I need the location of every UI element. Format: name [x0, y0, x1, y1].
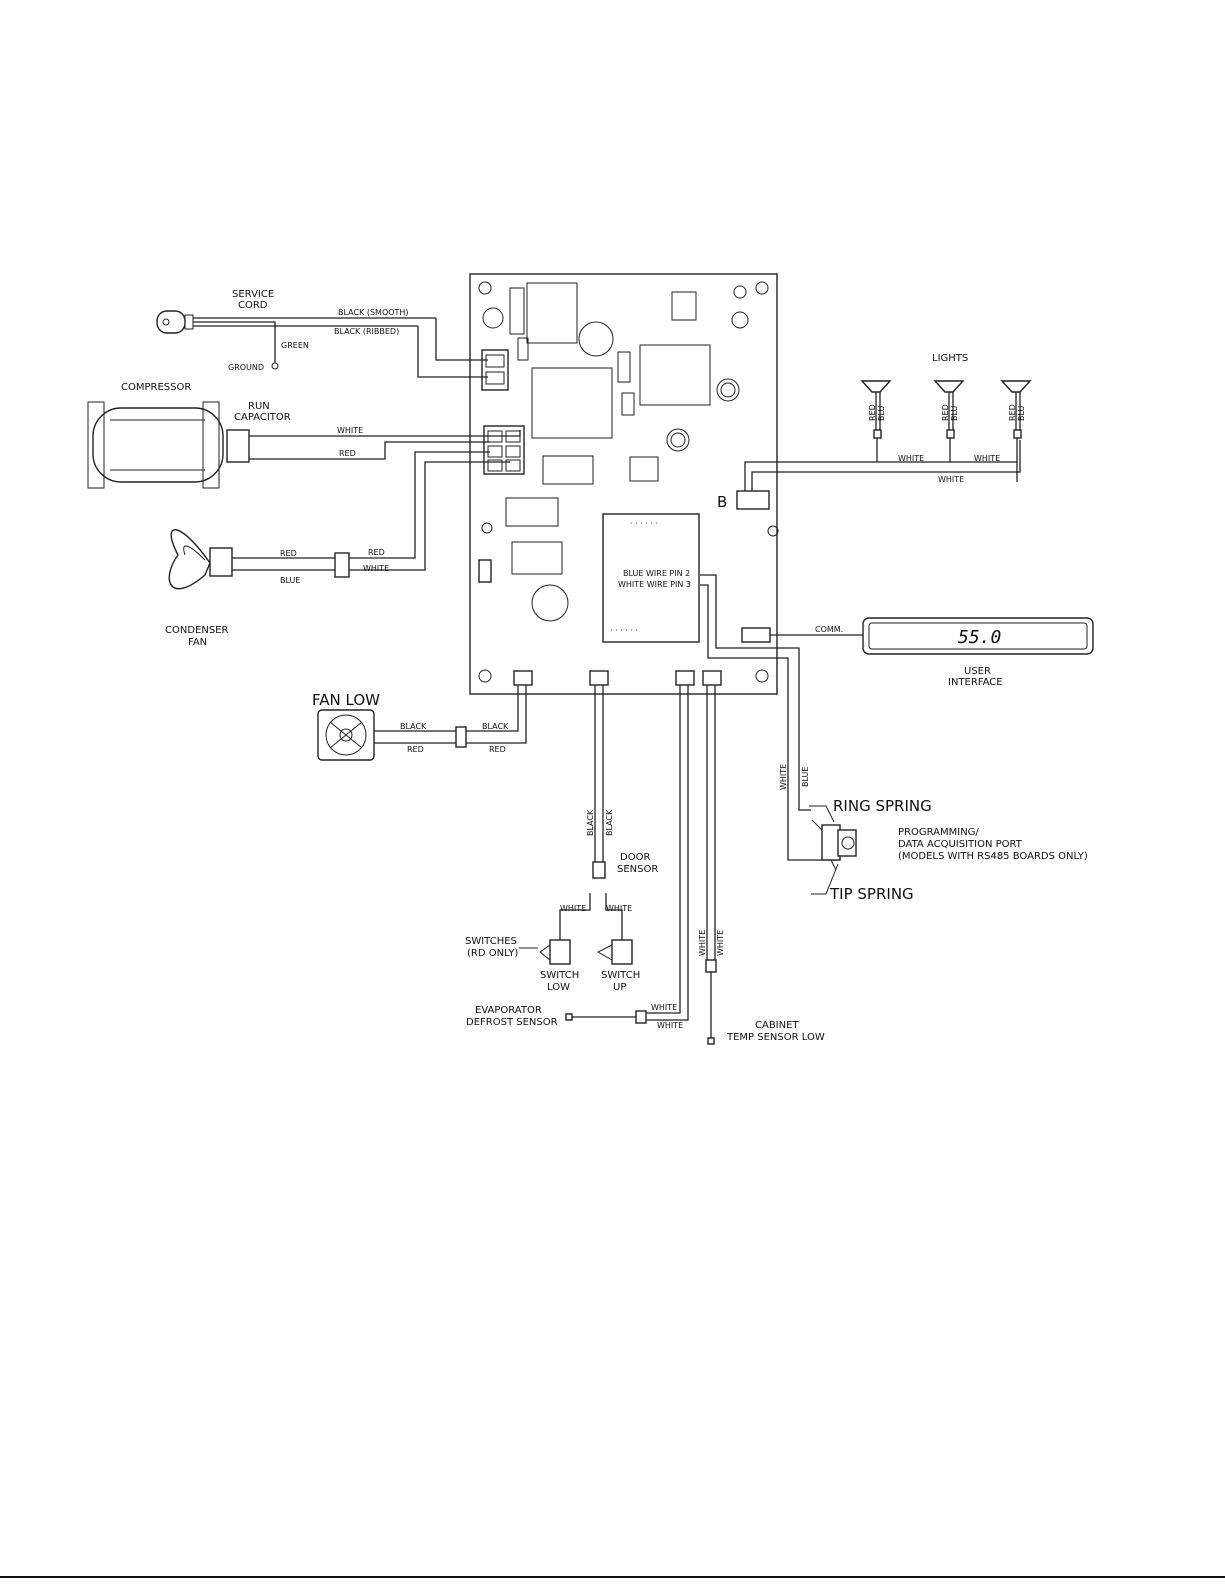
power-connector — [483, 425, 525, 475]
black-ribbed-label: BLACK (RIBBED) — [334, 327, 399, 336]
blue-wire-pin-label: BLUE WIRE PIN 2 — [623, 569, 690, 578]
lights-white-label-2: WHITE — [974, 454, 1000, 463]
svg-text:· · · · · ·: · · · · · · — [610, 626, 638, 635]
fan-low-black-label: BLACK — [400, 722, 427, 731]
comm-connector — [741, 627, 771, 643]
run-capacitor-icon — [226, 429, 250, 463]
black-smooth-label: BLACK (SMOOTH) — [338, 308, 409, 317]
port-blue-label: BLUE — [801, 767, 810, 787]
service-cord-plug — [156, 310, 488, 378]
light-wire-labels: RED BLU RED BLU RED BLU — [868, 404, 1026, 421]
control-board: · · · · · · · · · · · · — [469, 273, 779, 695]
evaporator-sensor-icon — [565, 1013, 573, 1021]
lights-label: LIGHTS — [932, 353, 968, 364]
connector-b-label: B — [717, 493, 727, 511]
switch-up-icon — [596, 939, 633, 965]
fan-low-label: FAN LOW — [312, 691, 380, 709]
door-sensor-label-1: DOOR — [620, 852, 650, 863]
lights-connector-b — [736, 490, 770, 510]
ring-spring-label: RING SPRING — [833, 797, 932, 815]
light-3-icon — [1000, 380, 1032, 482]
tip-spring-label: TIP SPRING — [829, 885, 914, 903]
fan-low-icon — [317, 685, 527, 761]
door-sensor-label-2: SENSOR — [617, 864, 658, 875]
programming-port-label-1: PROGRAMMING/ — [898, 827, 979, 838]
switch-up-label-1: SWITCH — [601, 970, 640, 981]
lights-white-label-1: WHITE — [898, 454, 924, 463]
evap-white-label-1: WHITE — [651, 1003, 677, 1012]
light-2-red-label: RED — [941, 404, 950, 421]
switch-up-label-2: UP — [613, 982, 626, 993]
green-label: GREEN — [281, 341, 309, 350]
page-footer-rule — [0, 1576, 1225, 1578]
run-capacitor-label-2: CAPACITOR — [234, 412, 291, 423]
light-3-blu-label: BLU — [1017, 405, 1026, 421]
switch-white-label-2: WHITE — [606, 904, 632, 913]
white-wire-pin-label: WHITE WIRE PIN 3 — [618, 580, 691, 589]
cabinet-sensor-icon — [707, 1037, 715, 1045]
switch-low-label-1: SWITCH — [540, 970, 579, 981]
switch-white-label-1: WHITE — [560, 904, 586, 913]
cabinet-label-1: CABINET — [755, 1020, 799, 1031]
door-black-label-2: BLACK — [605, 809, 614, 836]
condenser-fan-label-1: CONDENSER — [165, 625, 228, 636]
switch-low-icon — [539, 939, 571, 965]
light-2-icon — [933, 380, 965, 462]
switches-label-1: SWITCHES — [465, 936, 517, 947]
svg-text:· · · · · ·: · · · · · · — [630, 519, 658, 528]
programming-port-label-3: (MODELS WITH RS485 BOARDS ONLY) — [898, 851, 1088, 862]
light-1-icon — [860, 380, 892, 462]
lights-white-label-3: WHITE — [938, 475, 964, 484]
comm-label: COMM. — [815, 625, 843, 634]
evap-white-label-2: WHITE — [657, 1021, 683, 1030]
fan-low-black-label-2: BLACK — [482, 722, 509, 731]
door-sensor-icon — [592, 861, 606, 879]
service-cord-label-1: SERVICE — [232, 289, 274, 300]
user-interface-label-2: INTERFACE — [948, 677, 1003, 688]
fan-blue-label: BLUE — [280, 576, 300, 585]
light-1-red-label: RED — [868, 404, 877, 421]
port-white-label: WHITE — [779, 764, 788, 790]
switch-low-label-2: LOW — [547, 982, 570, 993]
user-interface-panel: 55.0 — [862, 617, 1094, 655]
cabinet-label-2: TEMP SENSOR LOW — [726, 1032, 825, 1043]
fan-low-red-label-2: RED — [489, 745, 506, 754]
condenser-fan-icon — [168, 451, 510, 590]
fan-low-connector — [513, 670, 533, 686]
compressor-icon — [87, 401, 250, 489]
programming-port-icon — [811, 819, 857, 871]
light-3-red-label: RED — [1008, 404, 1017, 421]
fan-red-label-2: RED — [368, 548, 385, 557]
switches-label-2: (RD ONLY) — [467, 948, 518, 959]
compressor-red-label: RED — [339, 449, 356, 458]
condenser-fan-label-2: FAN — [188, 637, 207, 648]
door-black-label-1: BLACK — [586, 809, 595, 836]
light-1-blu-label: BLU — [877, 405, 886, 421]
programming-port-label-2: DATA ACQUISITION PORT — [898, 839, 1023, 850]
ground-label: GROUND — [228, 363, 264, 372]
rs485-module — [602, 513, 700, 643]
run-capacitor-label-1: RUN — [248, 401, 270, 412]
display-value: 55.0 — [958, 627, 1001, 648]
compressor-label: COMPRESSOR — [121, 382, 191, 393]
compressor-white-label: WHITE — [337, 426, 363, 435]
evaporator-label-2: DEFROST SENSOR — [466, 1017, 558, 1028]
evaporator-label-1: EVAPORATOR — [475, 1005, 542, 1016]
cabinet-white-label-2: WHITE — [716, 930, 725, 956]
service-cord-label-2: CORD — [238, 300, 268, 311]
cabinet-sensor-connector — [702, 670, 722, 686]
door-sensor-connector — [589, 670, 609, 686]
fan-low-red-label: RED — [407, 745, 424, 754]
user-interface-label-1: USER — [964, 666, 991, 677]
fan-white-label: WHITE — [363, 564, 389, 573]
evap-sensor-connector — [675, 670, 695, 686]
cabinet-white-label-1: WHITE — [698, 930, 707, 956]
fan-red-label: RED — [280, 549, 297, 558]
light-2-blu-label: BLU — [950, 405, 959, 421]
